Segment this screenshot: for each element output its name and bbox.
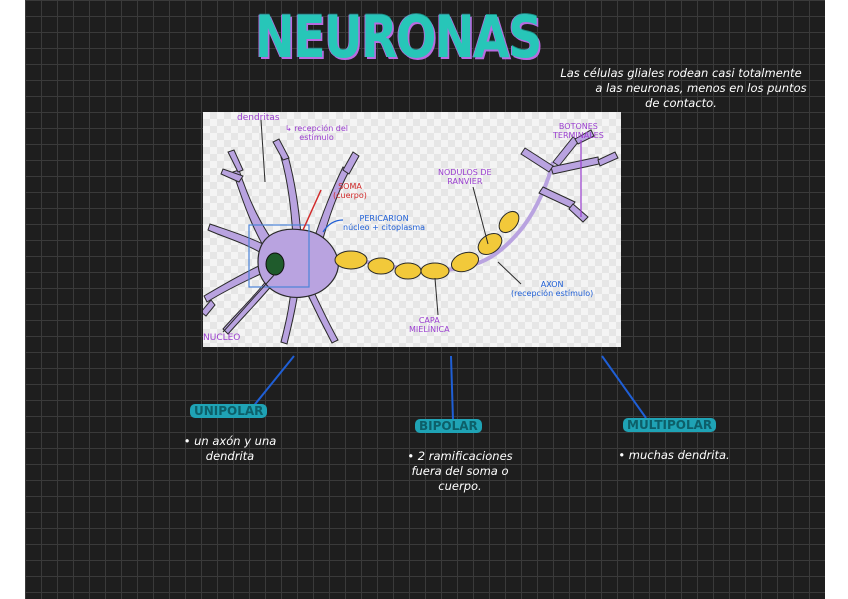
unipolar-connector [251, 355, 295, 409]
type-multipolar-desc: • muchas dendrita. [604, 433, 744, 463]
myelin-sheath [334, 210, 520, 280]
axon-leader [497, 261, 522, 285]
label-capa: CAPA MIELÍNICA [409, 316, 450, 334]
multipolar-desc-text: • muchas dendrita. [618, 448, 730, 462]
nodulos-leader [472, 186, 489, 245]
label-soma: SOMA (cuerpo) [333, 182, 367, 200]
capa-leader [434, 277, 439, 316]
label-dendritas: dendritas [237, 113, 280, 123]
dendritas-leader [260, 119, 266, 183]
selection-box [248, 224, 310, 288]
glial-note-line-3: de contacto. [645, 96, 717, 110]
dendrites-left [203, 138, 360, 345]
type-unipolar-desc: • un axón y una dendrita [168, 419, 292, 464]
glial-note-line-1: Las células gliales rodean casi totalmen… [560, 66, 802, 80]
bipolar-connector [450, 355, 454, 421]
label-botones: BOTONES TERMINALES [553, 122, 604, 140]
neuron-illustration [203, 119, 619, 345]
nucleus-shape [265, 252, 285, 276]
nucleo-leader [222, 273, 276, 333]
glial-note-line-2: a las neuronas, menos en los puntos [595, 81, 807, 95]
soma-leader [302, 189, 322, 231]
type-bipolar-heading: BIPOLAR [415, 419, 482, 433]
unipolar-desc-text: • un axón y una dendrita [183, 434, 277, 463]
label-recepcion: ↳ recepción del estímulo [285, 124, 349, 142]
bipolar-desc-text: • 2 ramificaciones fuera del soma o cuer… [407, 449, 513, 493]
page-title: NEURONAS [255, 3, 542, 71]
neuron-diagram: dendritas ↳ recepción del estímulo SOMA … [203, 112, 621, 347]
glial-note: Las células gliales rodean casi totalmen… [535, 66, 827, 111]
type-multipolar-heading: MULTIPOLAR [623, 418, 717, 432]
label-pericarion: PERICARION núcleo + citoplasma [343, 214, 426, 232]
type-unipolar-heading: UNIPOLAR [190, 404, 268, 418]
label-nucleo: NUCLEO [203, 333, 241, 343]
type-bipolar-desc: • 2 ramificaciones fuera del soma o cuer… [392, 434, 528, 494]
axon-terminals [520, 129, 619, 223]
label-nodulos: NODULOS DE RANVIER [438, 168, 492, 186]
label-axon: AXON (recepción estímulo) [511, 280, 594, 298]
multipolar-connector [601, 355, 647, 419]
pericarion-leader [322, 219, 344, 233]
